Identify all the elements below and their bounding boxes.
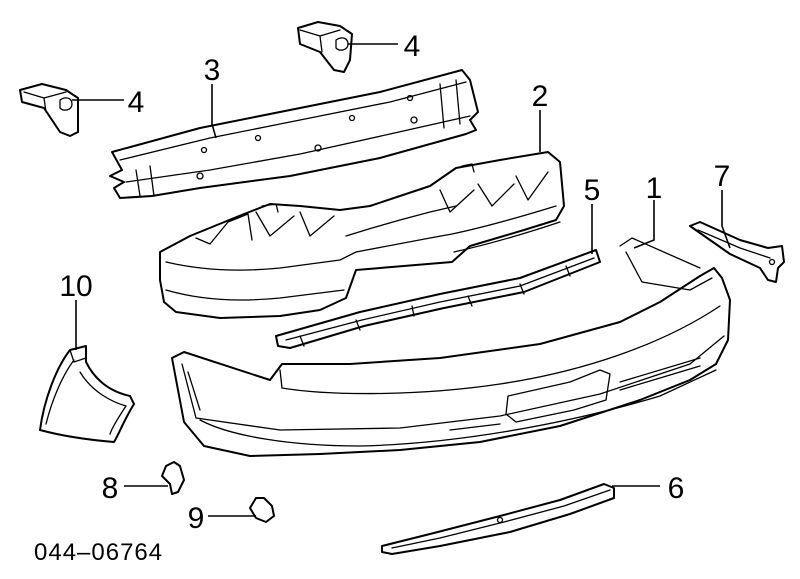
part-4-bracket-left [19, 83, 79, 137]
part-6-lower-retainer [381, 483, 615, 555]
callout-2: 2 [532, 80, 549, 113]
callout-numbers: 1 2 3 4 4 5 6 7 8 9 10 [59, 30, 730, 535]
part-8-clip [161, 461, 185, 495]
part-3-reinforcement [109, 69, 479, 199]
callout-5: 5 [584, 174, 601, 207]
reference-code: 044–06764 [34, 539, 163, 566]
callout-1: 1 [646, 172, 663, 205]
part-9-clip [249, 497, 275, 523]
callout-9: 9 [188, 502, 205, 535]
callout-3: 3 [204, 54, 221, 87]
callout-7: 7 [714, 160, 731, 193]
part-4-bracket-right [297, 21, 353, 73]
part-7-side-retainer [689, 221, 785, 283]
part-10-mud-guard [39, 345, 135, 443]
leader-3 [211, 84, 217, 139]
part-1-bumper-cover [171, 237, 731, 457]
leader-7 [721, 190, 731, 249]
callout-6: 6 [668, 472, 685, 505]
callout-10: 10 [59, 270, 92, 303]
leader-lines [72, 43, 731, 517]
callout-8: 8 [102, 472, 119, 505]
part-5-retainer [275, 249, 601, 349]
leader-1 [633, 200, 655, 249]
part-2-absorber [159, 151, 565, 319]
callout-4b: 4 [128, 86, 145, 119]
callout-4a: 4 [404, 30, 421, 63]
